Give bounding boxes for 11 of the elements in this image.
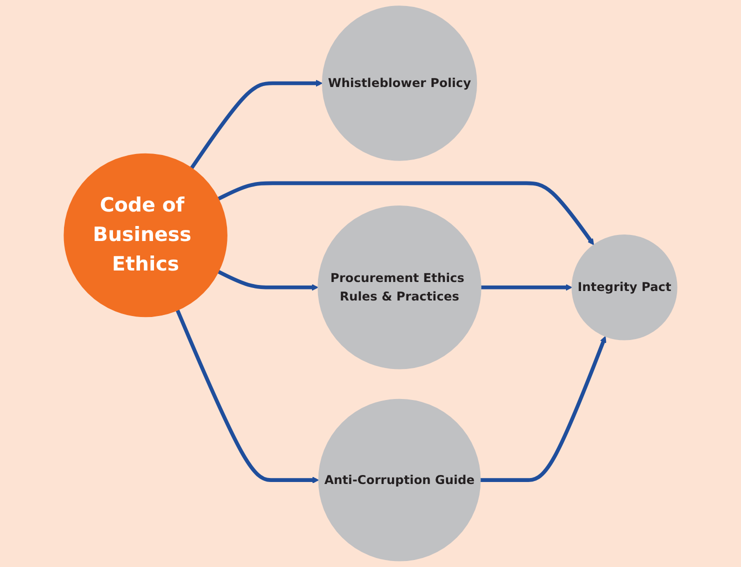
node-circle: Code of Business Ethics [64,153,228,318]
node-circle: Procurement Ethics Rules & Practices [318,206,482,370]
node-circle: Integrity Pact [572,234,678,340]
arrow [218,181,594,246]
arrow [480,284,572,291]
node-circle: Whistleblower Policy [322,6,478,161]
arrow [218,270,318,291]
arrow [480,336,606,482]
node-circle: Anti-Corruption Guide [318,398,481,562]
arrow [190,80,323,170]
arrow [176,310,319,484]
